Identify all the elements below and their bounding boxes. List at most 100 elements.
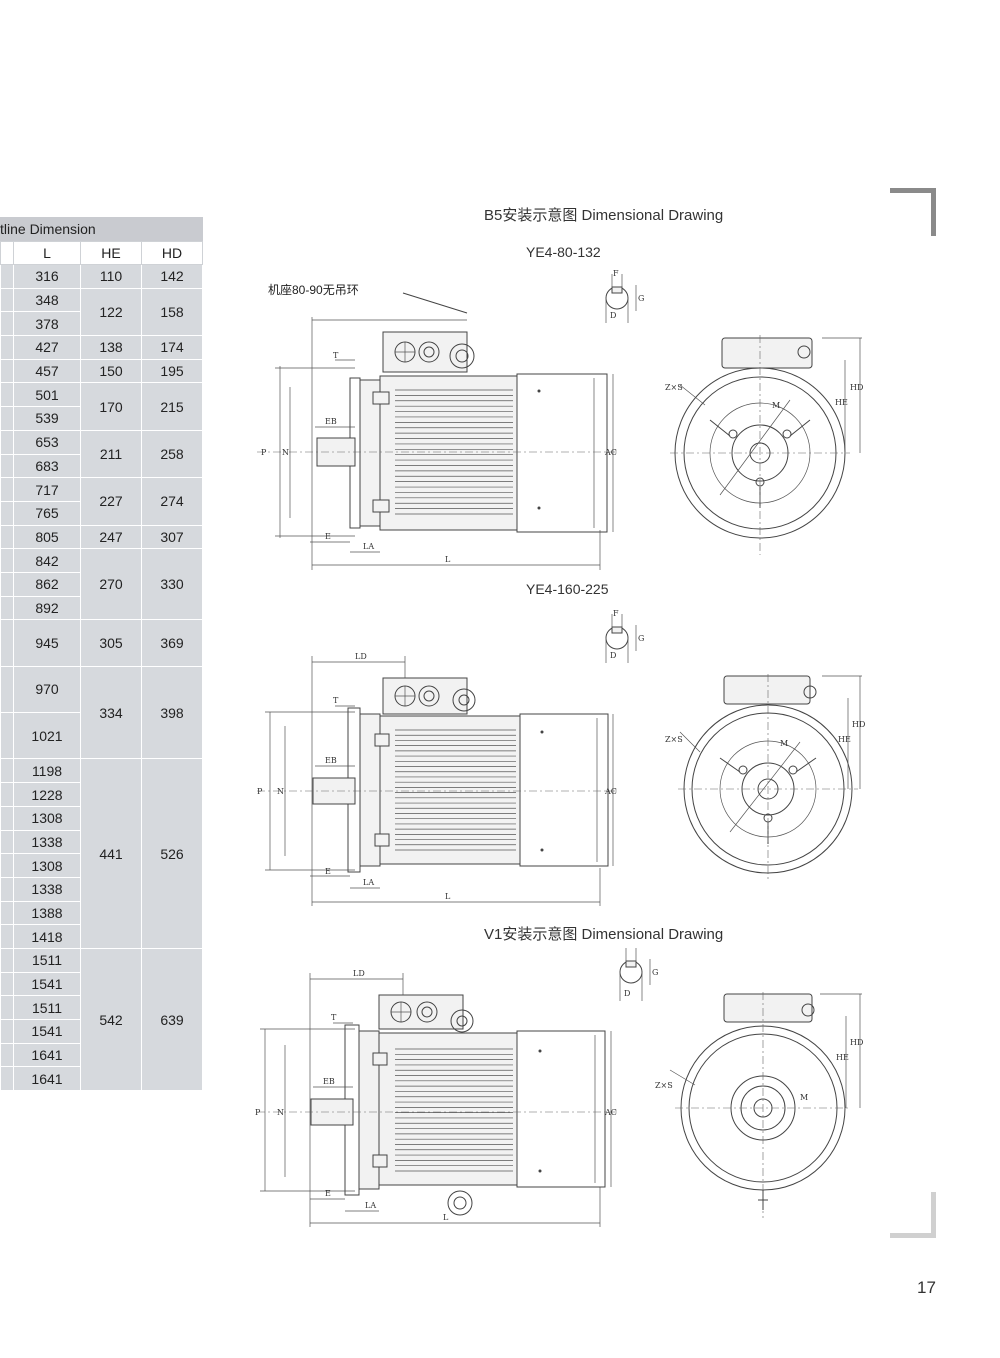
table-cell-l: 892 [13, 595, 81, 621]
table-cell-index [0, 876, 14, 902]
dim-label-l: L [445, 555, 451, 564]
table-header-l: L [13, 241, 81, 265]
table-cell-index [0, 571, 14, 597]
table-cell-hd: 174 [141, 335, 203, 360]
dim-label-f: F [613, 269, 619, 278]
b5-drawing-title: B5安装示意图 Dimensional Drawing [484, 207, 724, 224]
shaft-detail-2: F G D [598, 609, 644, 666]
dim-label-la: LA [363, 878, 374, 887]
table-cell-index [0, 619, 14, 667]
frame-note: 机座80-90无吊环 [268, 283, 359, 297]
dim-label-l: L [443, 1213, 449, 1222]
dim-label-n: N [277, 1108, 284, 1117]
table-row: 765 [0, 500, 203, 526]
table-cell-index [0, 829, 14, 855]
table-row: 1641 [0, 1042, 203, 1068]
table-cell-index [0, 1066, 14, 1092]
table-cell-l: 539 [13, 406, 81, 431]
page-number: 17 [917, 1278, 936, 1297]
table-cell-index [0, 406, 14, 431]
dim-label-f: F [613, 609, 619, 618]
table-cell-index [0, 712, 14, 760]
table-cell-l: 1388 [13, 900, 81, 926]
table-cell-he: 122 [80, 287, 142, 337]
dim-label-he: HE [835, 398, 848, 407]
table-cell-index [0, 429, 14, 455]
table-cell-l: 427 [13, 335, 81, 360]
dim-label-d: D [610, 651, 616, 660]
dim-label-p: P [255, 1108, 261, 1117]
dim-label-eb: EB [325, 417, 337, 426]
corner-bracket-top-v [931, 188, 936, 236]
dim-label-ac: AC [604, 448, 617, 457]
table-cell-index [0, 548, 14, 573]
table-cell-index [0, 477, 14, 502]
table-cell-he: 227 [80, 477, 142, 526]
table-cell-l: 1641 [13, 1042, 81, 1068]
table-cell-he: 441 [80, 758, 142, 949]
table-cell-l: 1308 [13, 805, 81, 831]
table-header-he: HE [80, 241, 142, 265]
dim-label-he: HE [838, 735, 851, 744]
table-cell-hd: 639 [141, 947, 203, 1092]
table-cell-l: 1308 [13, 853, 81, 878]
dim-label-m: M [780, 739, 788, 748]
table-row: 683 [0, 453, 203, 479]
table-cell-l: 348 [13, 287, 81, 313]
table-row: 378 [0, 311, 203, 337]
table-cell-hd: 274 [141, 477, 203, 526]
table-cell-he: 542 [80, 947, 142, 1092]
table-row: 862 [0, 571, 203, 597]
table-row: 1541 [0, 1019, 203, 1044]
dim-label-t: T [331, 1013, 337, 1022]
table-header-row: L HE HD [0, 241, 203, 265]
table-cell-l: 1541 [13, 1019, 81, 1044]
table-cell-hd: 195 [141, 358, 203, 384]
table-cell-he: 334 [80, 665, 142, 760]
table-cell-index [0, 758, 14, 784]
corner-bracket-bottom-h [890, 1233, 936, 1238]
dim-label-g: G [652, 968, 658, 977]
table-cell-index [0, 1042, 14, 1068]
table-cell-l: 378 [13, 311, 81, 337]
table-cell-l: 717 [13, 477, 81, 502]
v1-drawing-title: V1安装示意图 Dimensional Drawing [484, 926, 724, 943]
table-cell-l: 765 [13, 500, 81, 526]
table-row: 1308 [0, 805, 203, 831]
dim-label-t: T [333, 696, 339, 705]
table-row: 1511 [0, 995, 203, 1021]
table-cell-l: 1418 [13, 924, 81, 949]
dim-label-hd: HD [852, 720, 865, 729]
dim-label-d: D [610, 311, 616, 320]
table-cell-index [0, 311, 14, 337]
table-cell-hd: 398 [141, 665, 203, 760]
table-cell-index [0, 524, 14, 550]
table-title: tline Dimension [0, 217, 203, 241]
table-cell-he: 270 [80, 548, 142, 621]
table-cell-index [0, 264, 14, 289]
table-cell-hd: 158 [141, 287, 203, 337]
dim-label-p: P [261, 448, 267, 457]
front-view-drawing-2: Z×S M HE HD [665, 672, 865, 882]
table-cell-l: 1641 [13, 1066, 81, 1092]
table-cell-he: 170 [80, 382, 142, 431]
table-cell-l: 1338 [13, 876, 81, 902]
table-cell-index [0, 782, 14, 807]
dim-label-n: N [282, 448, 289, 457]
front-view-drawing-3: Z×S M HE HD [655, 990, 863, 1220]
table-cell-l: 1511 [13, 947, 81, 973]
dim-label-ld: LD [353, 969, 365, 978]
table-cell-l: 1228 [13, 782, 81, 807]
dim-label-eb: EB [323, 1077, 335, 1086]
table-row: 1021 [0, 712, 203, 760]
dim-label-ac: AC [604, 1108, 617, 1117]
table-cell-l: 653 [13, 429, 81, 455]
table-cell-index [0, 453, 14, 479]
